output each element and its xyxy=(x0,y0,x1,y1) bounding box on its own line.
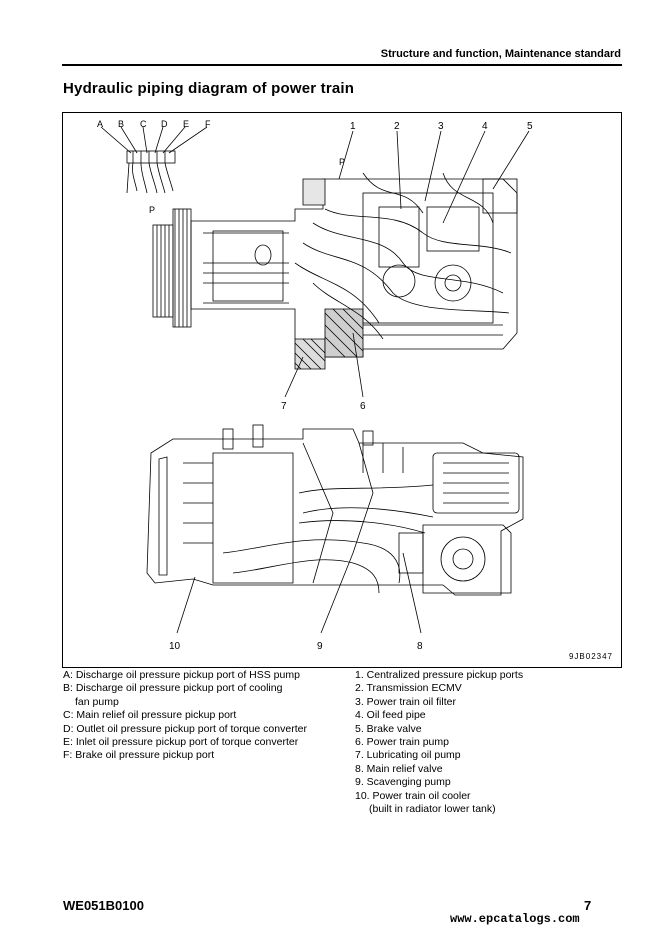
fig-num-6: 6 xyxy=(360,401,366,412)
figure-code: 9JB02347 xyxy=(568,652,613,661)
fig-label-f: F xyxy=(205,119,211,129)
fig-label-c: C xyxy=(140,119,147,129)
legend-item-f: F: Brake oil pressure pickup port xyxy=(63,749,215,762)
top-view-body xyxy=(152,172,518,370)
fig-label-a: A xyxy=(97,119,103,129)
legend-item-2: 2. Transmission ECMV xyxy=(355,682,462,695)
fig-label-d: D xyxy=(161,119,168,129)
legend-item-4: 4. Oil feed pipe xyxy=(355,709,426,722)
legend-item-b-cont: fan pump xyxy=(75,695,119,708)
side-view-body xyxy=(146,424,524,596)
legend-item-5: 5. Brake valve xyxy=(355,722,422,735)
legend-item-10: 10. Power train oil cooler xyxy=(355,789,471,802)
fig-label-e: E xyxy=(183,119,189,129)
fig-num-4: 4 xyxy=(482,121,488,132)
document-code: WE051B0100 xyxy=(63,898,144,913)
legend-item-b: B: Discharge oil pressure pickup port of… xyxy=(63,682,283,695)
fig-view-label-p-2: P xyxy=(339,157,345,167)
header-rule xyxy=(62,64,622,66)
piping-diagram-figure: A B C D E F P P 1 2 3 4 5 7 6 10 9 8 9JB… xyxy=(62,112,622,668)
legend-numbers: 1. Centralized pressure pickup ports 2. … xyxy=(355,669,620,816)
legend-item-1: 1. Centralized pressure pickup ports xyxy=(355,669,524,681)
fig-num-3: 3 xyxy=(438,121,444,132)
legend-item-3: 3. Power train oil filter xyxy=(355,695,456,708)
piping-diagram-drawing: A B C D E F P P 1 2 3 4 5 7 6 10 9 8 xyxy=(97,119,533,652)
fig-num-2: 2 xyxy=(394,121,400,132)
fig-num-8: 8 xyxy=(417,641,423,652)
legend-item-e: E: Inlet oil pressure pickup port of tor… xyxy=(63,736,299,749)
legend-item-10-cont: (built in radiator lower tank) xyxy=(369,803,496,816)
fig-num-1: 1 xyxy=(350,121,356,132)
fig-num-9: 9 xyxy=(317,641,323,652)
fig-label-b: B xyxy=(118,119,124,129)
fig-num-7: 7 xyxy=(281,401,287,412)
legend-item-d: D: Outlet oil pressure pickup port of to… xyxy=(63,722,307,735)
watermark-link[interactable]: www.epcatalogs.com xyxy=(450,912,580,926)
legend-item-8: 8. Main relief valve xyxy=(355,762,443,775)
legend-item-6: 6. Power train pump xyxy=(355,736,449,749)
fig-view-label-p: P xyxy=(149,205,155,215)
legend-item-a: A: Discharge oil pressure pickup port of… xyxy=(63,669,300,681)
section-header: Structure and function, Maintenance stan… xyxy=(380,48,621,60)
page-title: Hydraulic piping diagram of power train xyxy=(63,80,355,97)
legend-letters: A: Discharge oil pressure pickup port of… xyxy=(63,669,353,763)
page-number: 7 xyxy=(584,898,592,913)
pickup-port-cluster xyxy=(100,126,208,194)
fig-num-5: 5 xyxy=(527,121,533,132)
fig-num-10: 10 xyxy=(169,641,181,652)
legend-item-7: 7. Lubricating oil pump xyxy=(355,749,461,762)
legend-item-9: 9. Scavenging pump xyxy=(355,776,451,789)
legend-item-c: C: Main relief oil pressure pickup port xyxy=(63,709,237,722)
